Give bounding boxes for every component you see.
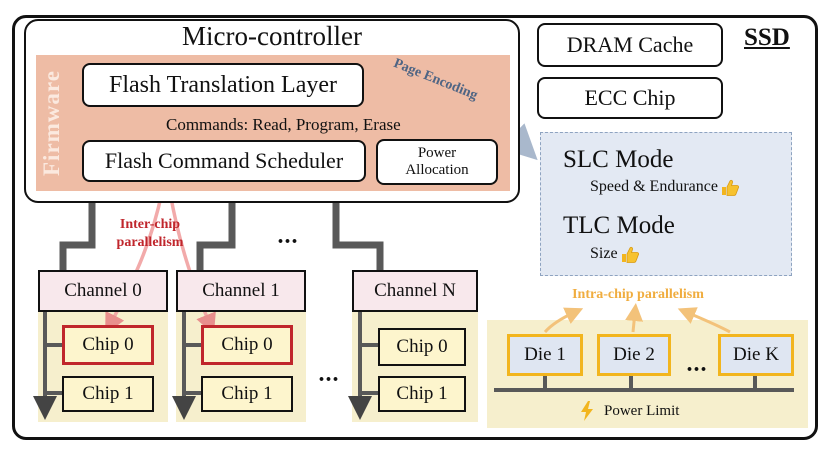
power-allocation-line-1: Power (417, 145, 457, 161)
channel-1-chip-0: Chip 0 (201, 325, 293, 365)
slc-mode: SLC Mode (563, 146, 674, 173)
inter-chip-line-2: parallelism (116, 235, 184, 250)
thumbs-up-icon (721, 179, 739, 196)
channel-n-chip-0: Chip 0 (378, 328, 466, 366)
tlc-mode-note-text: Size (590, 245, 618, 262)
cell-mode-panel (540, 132, 792, 276)
channel-n: Channel N (352, 270, 478, 312)
die-bus (494, 374, 794, 392)
micro-controller-title: Micro-controller (182, 21, 362, 51)
channel-n-chip-1: Chip 1 (378, 376, 466, 412)
tlc-mode: TLC Mode (563, 212, 675, 239)
channel-1: Channel 1 (176, 270, 306, 312)
channel-1-chip-1: Chip 1 (201, 376, 293, 412)
slc-mode-note-text: Speed & Endurance (590, 178, 718, 195)
thumbs-up-icon (621, 246, 639, 263)
die-2: Die 2 (597, 334, 671, 376)
inter-chip-parallelism-label: Inter-chip parallelism (100, 216, 200, 252)
power-allocation: Power Allocation (376, 139, 498, 185)
intra-chip-arrows (543, 303, 731, 334)
ecc-chip: ECC Chip (537, 77, 723, 119)
intra-chip-parallelism-label: Intra-chip parallelism (572, 287, 704, 302)
die-1: Die 1 (507, 334, 583, 376)
lightning-icon (581, 401, 593, 421)
flash-command-scheduler: Flash Command Scheduler (82, 140, 366, 182)
inter-chip-arrows (105, 191, 216, 335)
tlc-mode-note: Size (590, 245, 639, 263)
chip-bus (33, 312, 378, 420)
channel-ellipsis: ... (277, 222, 299, 249)
ssd-enclosure (12, 15, 818, 440)
channel-bus (59, 201, 384, 270)
die-k: Die K (718, 334, 794, 376)
channel-0: Channel 0 (38, 270, 168, 312)
slc-mode-note: Speed & Endurance (590, 178, 739, 196)
inter-chip-line-1: Inter-chip (119, 217, 181, 232)
die-ellipsis: ... (686, 350, 708, 377)
flash-translation-layer: Flash Translation Layer (82, 63, 364, 107)
firmware-label: Firmware (39, 70, 64, 176)
power-limit-label: Power Limit (604, 403, 680, 419)
channel-0-chip-0: Chip 0 (62, 325, 154, 365)
power-allocation-line-2: Allocation (405, 162, 469, 178)
commands-label: Commands: Read, Program, Erase (166, 115, 401, 134)
channel-0-chip-1: Chip 1 (62, 376, 154, 412)
chip-ellipsis: ... (318, 360, 340, 387)
dram-cache: DRAM Cache (537, 23, 723, 67)
ssd-label: SSD (744, 24, 790, 51)
